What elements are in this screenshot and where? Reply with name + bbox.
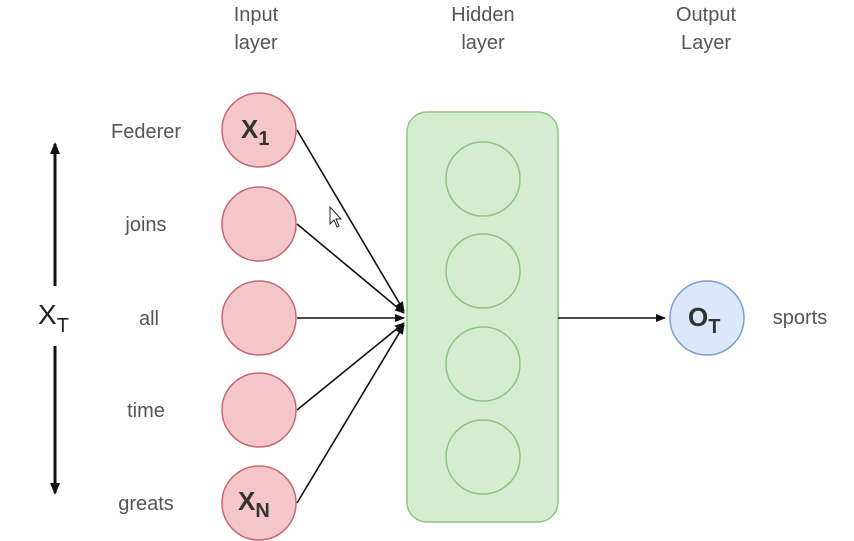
input-node-1-sub: 1 — [258, 128, 269, 150]
input-node-1 — [221, 92, 297, 168]
sequence-axis-main: X — [38, 299, 57, 330]
input-node-4 — [221, 372, 297, 448]
input-layer-title-line1: Input — [234, 4, 279, 26]
output-layer-title-line1: Output — [676, 4, 736, 26]
input-node-3 — [221, 280, 297, 356]
sequence-axis-label: XT — [38, 299, 69, 337]
output-node-sub: T — [708, 316, 720, 338]
word-label: joins — [124, 214, 166, 236]
edge-input-2 — [296, 223, 405, 314]
word-label: greats — [118, 493, 174, 515]
hidden-node-3 — [445, 326, 521, 402]
input-node-1-main: X — [241, 114, 259, 144]
hidden-node-2 — [445, 233, 521, 309]
edge-input-1 — [296, 129, 405, 312]
output-word: sports — [773, 307, 827, 329]
word-label: all — [139, 308, 159, 330]
output-layer-title-line2: Layer — [681, 32, 731, 54]
edge-input-4 — [296, 322, 405, 411]
input-node-5-label: XN — [238, 486, 270, 522]
input-node-2 — [221, 186, 297, 262]
mouse-cursor-icon — [329, 205, 343, 228]
hidden-node-1 — [445, 141, 521, 217]
input-node-5 — [221, 465, 297, 541]
output-node-main: O — [688, 302, 708, 332]
word-label: time — [127, 400, 165, 422]
word-label: Federer — [111, 121, 181, 143]
hidden-node-4 — [445, 419, 521, 495]
input-node-5-sub: N — [255, 500, 269, 522]
input-layer-title-line2: layer — [234, 32, 278, 54]
input-node-1-label: X1 — [241, 114, 269, 150]
output-node-label: OT — [688, 302, 720, 338]
hidden-layer-box — [406, 111, 559, 523]
hidden-layer-title-line1: Hidden — [451, 4, 514, 26]
hidden-layer-title-line2: layer — [461, 32, 505, 54]
input-node-5-main: X — [238, 486, 256, 516]
output-node — [669, 280, 745, 356]
edge-input-5 — [296, 324, 405, 504]
sequence-axis-sub: T — [57, 315, 69, 337]
